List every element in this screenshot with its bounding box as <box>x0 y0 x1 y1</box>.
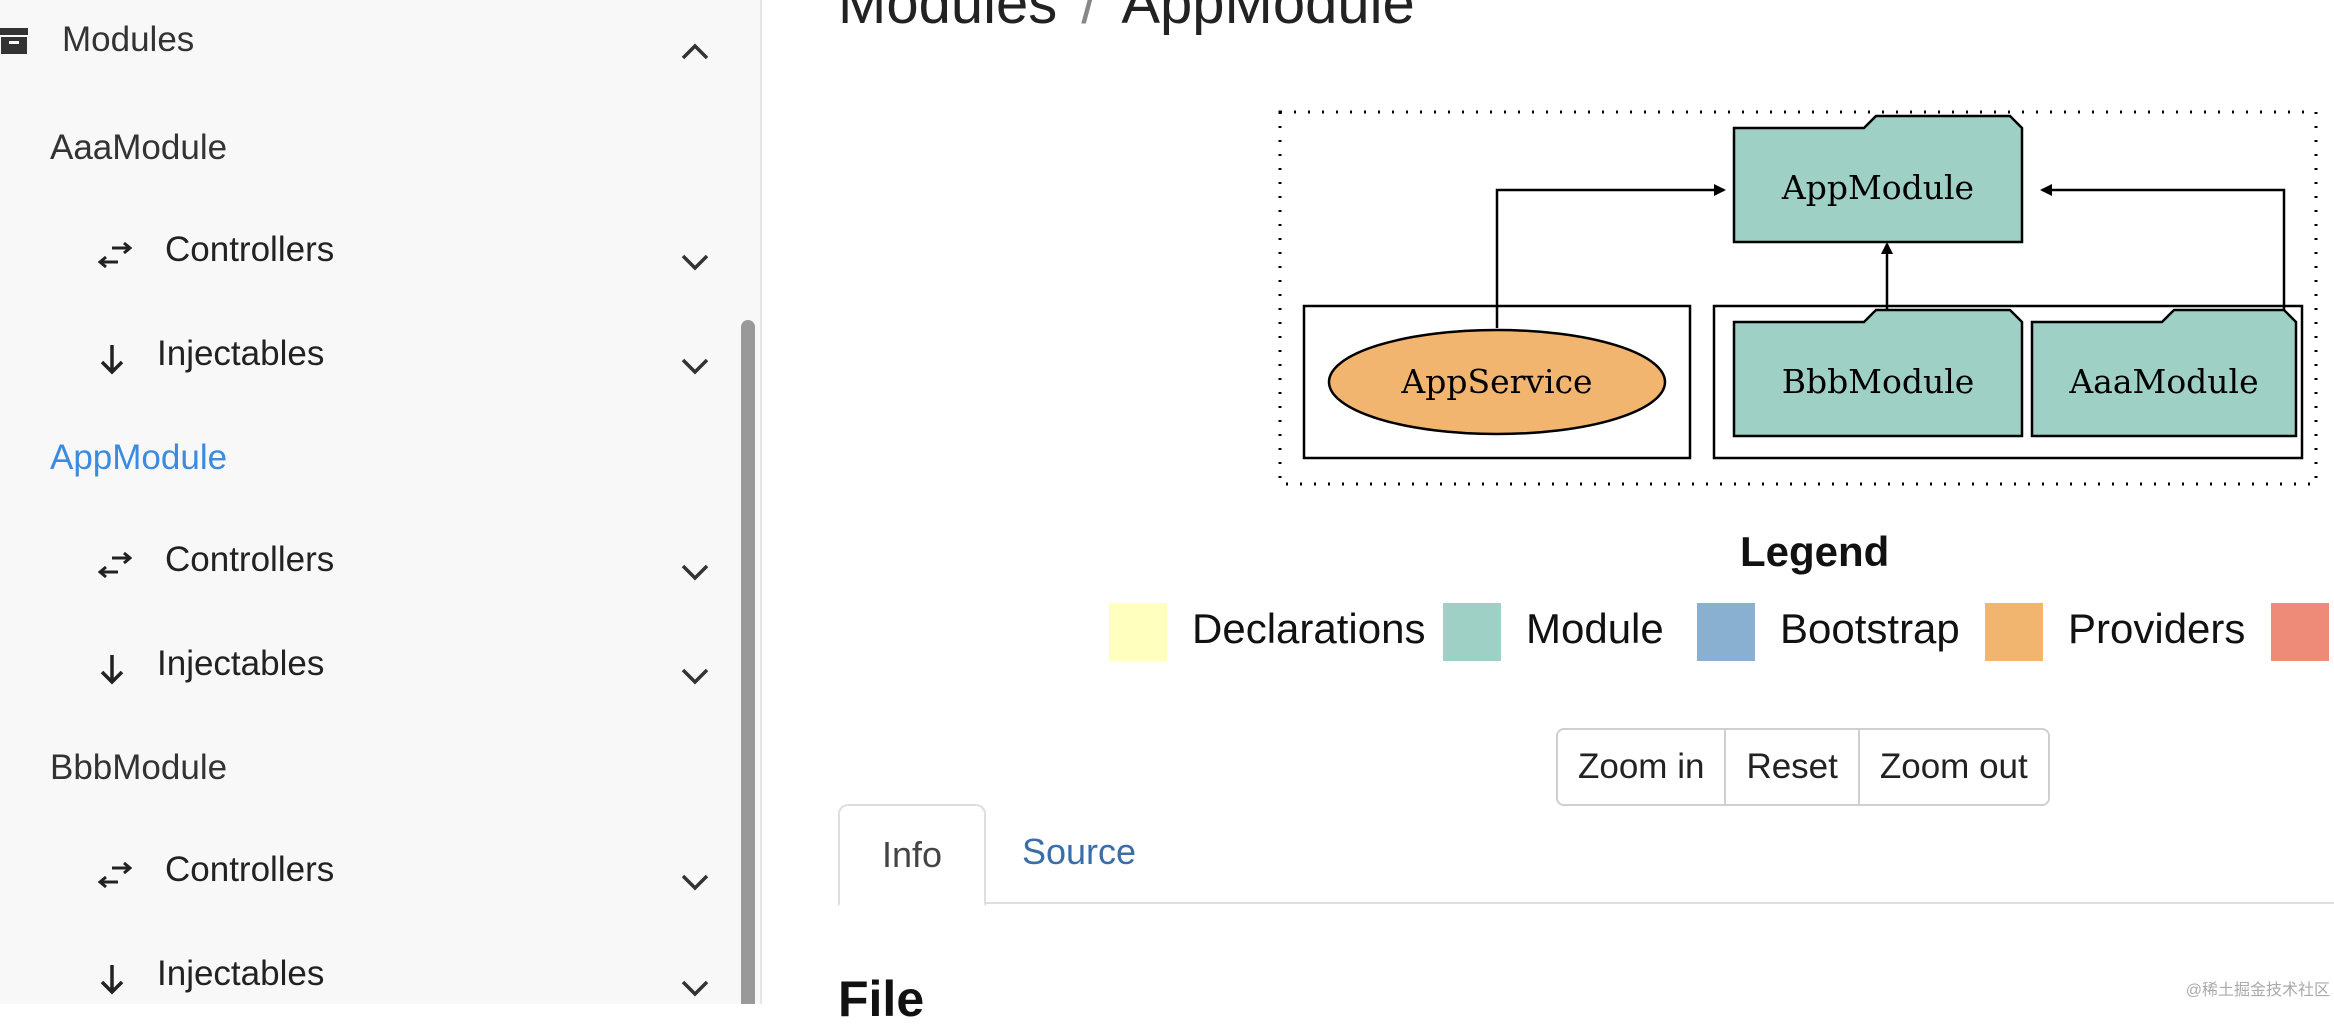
sidebar-bbbmodule-controllers[interactable]: Controllers <box>0 832 720 936</box>
swap-arrows-icon <box>98 861 132 889</box>
sidebar-module-label: AppModule <box>50 438 228 477</box>
zoom-out-button[interactable]: Zoom out <box>1859 730 2048 804</box>
legend-swatch <box>1109 603 1167 661</box>
chevron-down-icon[interactable] <box>680 872 710 892</box>
legend-swatch <box>1697 603 1755 661</box>
injectables-label: Injectables <box>157 334 325 373</box>
swap-arrows-icon <box>98 551 132 579</box>
edge-appservice-to-appmodule <box>1495 184 1726 328</box>
graph-node-label: AppModule <box>1781 168 1974 207</box>
legend-label: Providers <box>2068 605 2246 652</box>
arrow-down-icon <box>100 965 124 995</box>
swap-arrows-icon <box>98 241 132 269</box>
sidebar-header-label: Modules <box>62 20 195 59</box>
sidebar-module-label: AaaModule <box>50 128 228 167</box>
main-content: Modules / AppModule AppModule AppService <box>762 0 2334 1027</box>
edge-aaamodule-to-appmodule <box>2040 184 2286 330</box>
chevron-down-icon[interactable] <box>680 252 710 272</box>
graph-cluster-border <box>1278 110 2318 486</box>
sidebar-item-bbbmodule[interactable]: BbbModule <box>0 728 720 832</box>
module-dependency-graph[interactable]: AppModule AppService BbbModule AaaModule <box>1278 108 2318 488</box>
sidebar-scrollbar[interactable] <box>741 320 755 1004</box>
controllers-label: Controllers <box>165 850 335 889</box>
sidebar-aaamodule-controllers[interactable]: Controllers <box>0 208 720 312</box>
chevron-down-icon[interactable] <box>680 562 710 582</box>
section-heading-file: File <box>838 971 925 1027</box>
zoom-in-button[interactable]: Zoom in <box>1558 730 1727 804</box>
breadcrumb-current: AppModule <box>1121 0 1415 36</box>
legend-swatch <box>1985 603 2043 661</box>
controllers-label: Controllers <box>165 540 335 579</box>
legend-swatch <box>1443 603 1501 661</box>
legend-label: Module <box>1526 605 1664 652</box>
watermark: @稀土掘金技术社区 <box>2185 982 2330 999</box>
legend-swatch <box>2271 603 2329 661</box>
controllers-label: Controllers <box>165 230 335 269</box>
legend-label: Declarations <box>1192 605 1426 652</box>
arrow-down-icon <box>100 655 124 685</box>
sidebar-appmodule-injectables[interactable]: Injectables <box>0 624 720 728</box>
sidebar-bbbmodule-injectables[interactable]: Injectables <box>0 936 720 1004</box>
sidebar-item-aaamodule[interactable]: AaaModule <box>0 104 720 208</box>
tab-source[interactable]: Source <box>1021 831 1137 872</box>
breadcrumb-parent[interactable]: Modules <box>838 0 1058 36</box>
graph-node-bbbmodule[interactable]: BbbModule <box>1732 308 2024 438</box>
legend-label: Bootstrap <box>1780 605 1960 652</box>
graph-node-label: BbbModule <box>1782 362 1975 401</box>
arrow-down-icon <box>100 345 124 375</box>
sidebar-module-label: BbbModule <box>50 748 228 787</box>
zoom-controls: Zoom in Reset Zoom out <box>1556 728 2050 806</box>
archive-icon <box>0 28 28 54</box>
chevron-down-icon[interactable] <box>680 978 710 998</box>
chevron-down-icon[interactable] <box>680 356 710 376</box>
breadcrumb-separator: / <box>1081 0 1098 36</box>
chevron-up-icon[interactable] <box>680 42 710 62</box>
sidebar-modules-header[interactable]: Modules <box>0 0 720 104</box>
sidebar-aaamodule-injectables[interactable]: Injectables <box>0 312 720 416</box>
legend-title: Legend <box>1740 528 1890 575</box>
graph-node-label: AppService <box>1400 362 1592 401</box>
tab-info[interactable]: Info <box>838 804 986 906</box>
tab-bar: Info Source <box>838 804 2334 906</box>
sidebar-item-appmodule[interactable]: AppModule <box>0 416 720 520</box>
graph-node-appmodule[interactable]: AppModule <box>1732 114 2024 244</box>
zoom-reset-button[interactable]: Reset <box>1726 730 1860 804</box>
injectables-label: Injectables <box>157 644 325 683</box>
sidebar-appmodule-controllers[interactable]: Controllers <box>0 520 720 624</box>
graph-node-label: AaaModule <box>2068 362 2258 401</box>
chevron-down-icon[interactable] <box>680 666 710 686</box>
graph-node-appservice[interactable]: AppService <box>1327 328 1667 436</box>
graph-node-aaamodule[interactable]: AaaModule <box>2030 308 2298 438</box>
sidebar: Modules AaaModule Controllers Injectable… <box>0 0 762 1004</box>
breadcrumb: Modules / AppModule <box>838 0 1415 37</box>
injectables-label: Injectables <box>157 954 325 993</box>
